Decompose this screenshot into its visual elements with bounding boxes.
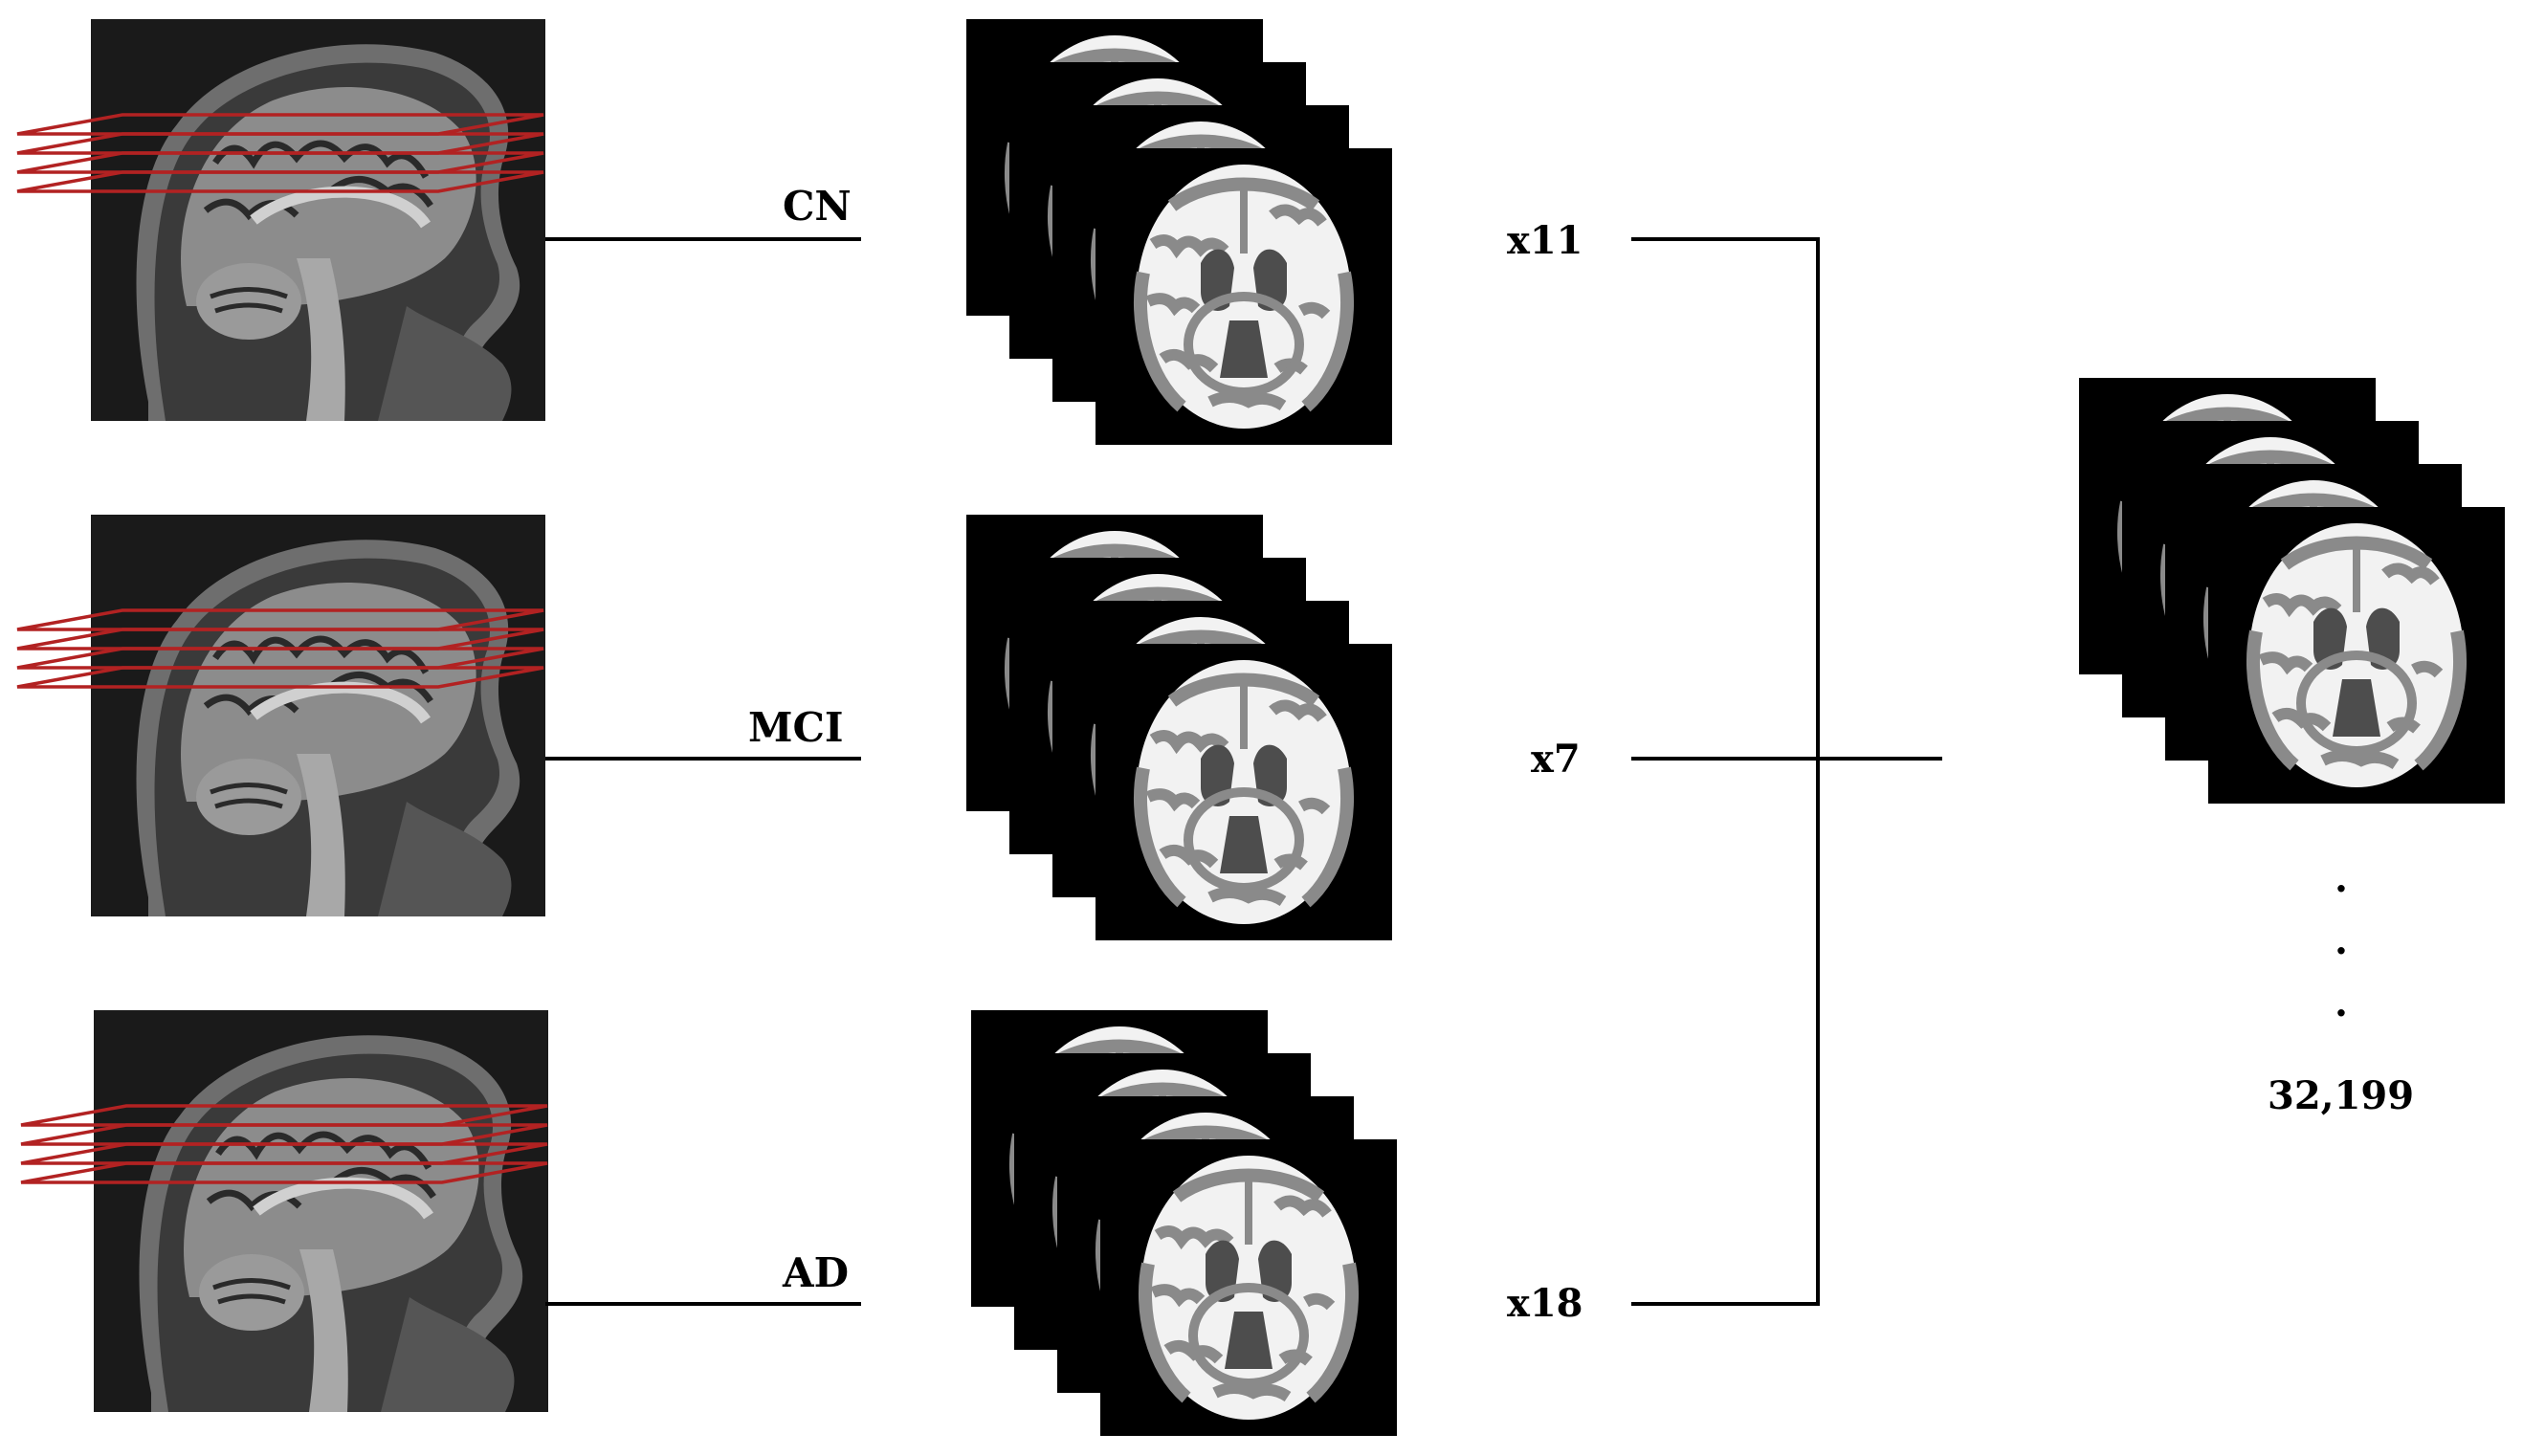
multiplier-mci: x7 [1531,737,1581,782]
total-count-label: 32,199 [2268,1073,2415,1118]
segmented-slice-stack-icon [966,19,1392,445]
multiplier-ad: x18 [1507,1281,1583,1326]
group-label-mci: MCI [748,704,844,751]
ellipsis-dot-3: · [2335,991,2348,1036]
sagittal-mri-icon [94,1010,548,1412]
multiplier-cn: x11 [1507,218,1583,263]
sagittal-mri-icon [91,515,545,916]
group-label-cn: CN [783,183,852,230]
output-slice-stack-icon [2079,378,2505,804]
segmented-slice-stack-icon [966,515,1392,940]
cn-row [15,19,1392,445]
segmented-slice-stack-icon [971,1010,1397,1436]
ellipsis-dot-1: · [2335,867,2348,912]
ellipsis-dot-2: · [2335,929,2348,974]
ad-row [19,1010,1397,1436]
merge-bracket [1631,237,1942,1306]
sagittal-mri-icon [91,19,545,421]
group-label-ad: AD [783,1249,850,1296]
mci-row [15,515,1392,940]
bracket-top-arm [1631,237,1820,1306]
